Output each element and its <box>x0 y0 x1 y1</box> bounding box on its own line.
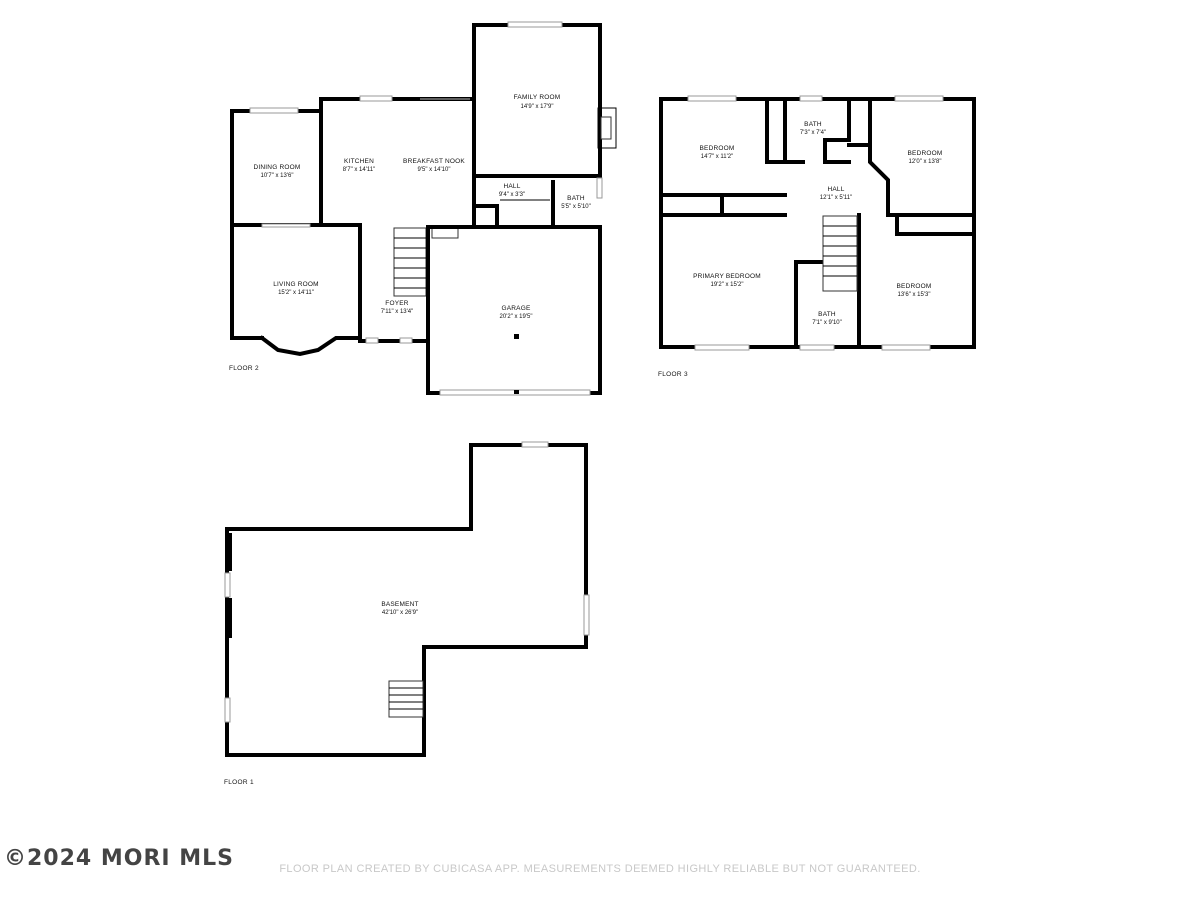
bath-f2-name: BATH <box>567 195 585 202</box>
bedroom-2-dim: 12'0" x 13'8" <box>909 159 942 165</box>
foyer-name: FOYER <box>385 300 408 307</box>
foyer-dim: 7'11" x 13'4" <box>381 309 413 315</box>
floor-2-plan <box>230 21 617 396</box>
floor-1-label: FLOOR 1 <box>224 779 254 786</box>
basement-name: BASEMENT <box>381 601 418 608</box>
dining-room-dim: 10'7" x 13'6" <box>261 173 294 179</box>
breakfast-nook-dim: 9'5" x 14'10" <box>418 167 451 173</box>
bath-2-dim: 7'1" x 9'10" <box>812 320 842 326</box>
hall-f3-dim: 12'1" x 5'11" <box>820 195 852 201</box>
bath-f2-dim: 5'5" x 5'10" <box>561 204 591 210</box>
kitchen-dim: 8'7" x 14'11" <box>343 167 375 173</box>
primary-bedroom-dim: 19'2" x 15'2" <box>711 282 744 288</box>
hall-f2-dim: 9'4" x 3'3" <box>499 192 525 198</box>
floor-2-label: FLOOR 2 <box>229 365 259 372</box>
bath-2-name: BATH <box>818 311 836 318</box>
family-room-name: FAMILY ROOM <box>514 94 561 101</box>
hall-f2-name: HALL <box>503 183 520 190</box>
family-room-dim: 14'9" x 17'9" <box>521 104 554 110</box>
living-room-name: LIVING ROOM <box>273 281 319 288</box>
bedroom-3-dim: 13'6" x 15'3" <box>898 292 931 298</box>
bath-1-name: BATH <box>804 121 822 128</box>
garage-dim: 20'2" x 19'5" <box>500 314 533 320</box>
living-room-dim: 15'2" x 14'11" <box>278 290 314 296</box>
bedroom-2-name: BEDROOM <box>908 150 943 157</box>
bedroom-1-dim: 14'7" x 11'2" <box>701 154 733 160</box>
disclaimer-text: FLOOR PLAN CREATED BY CUBICASA APP. MEAS… <box>279 863 921 875</box>
bath-1-dim: 7'3" x 7'4" <box>800 130 826 136</box>
bedroom-1-name: BEDROOM <box>700 145 735 152</box>
garage-name: GARAGE <box>501 305 530 312</box>
kitchen-name: KITCHEN <box>344 158 374 165</box>
floor-1-plan <box>224 441 590 757</box>
copyright-watermark: ©2024 MORI MLS <box>4 846 235 871</box>
bedroom-3-name: BEDROOM <box>897 283 932 290</box>
floor-3-label: FLOOR 3 <box>658 371 688 378</box>
hall-f3-name: HALL <box>827 186 844 193</box>
breakfast-nook-name: BREAKFAST NOOK <box>403 158 465 165</box>
floor-3-plan <box>659 95 976 351</box>
primary-bedroom-name: PRIMARY BEDROOM <box>693 273 761 280</box>
dining-room-name: DINING ROOM <box>254 164 301 171</box>
basement-dim: 42'10" x 26'9" <box>382 610 418 616</box>
